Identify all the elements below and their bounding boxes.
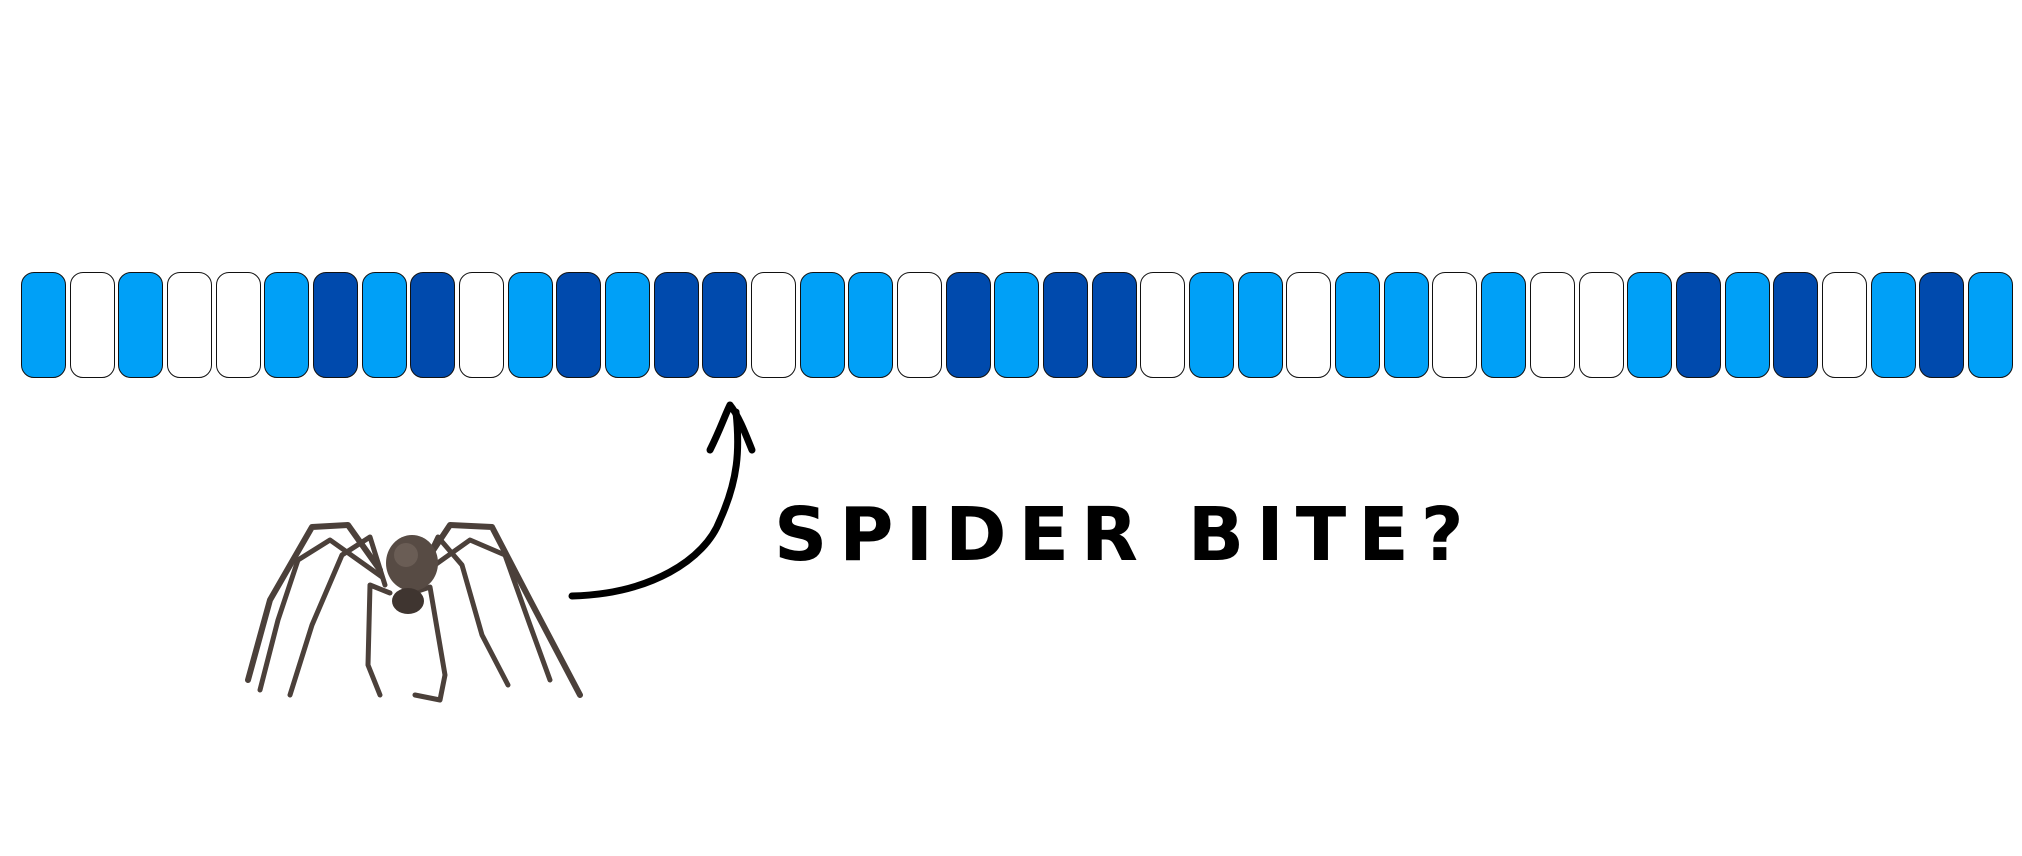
segment-cell-empty [215, 272, 261, 378]
segment-cell-light [994, 272, 1040, 378]
segment-cell-targeted [702, 272, 748, 378]
segment-cell-light [361, 272, 407, 378]
segment-cell-light [21, 272, 66, 378]
segment-cell-light [1335, 272, 1381, 378]
segment-cell-light [605, 272, 651, 378]
segment-cell-dark [653, 272, 699, 378]
segment-cell-light [1383, 272, 1429, 378]
segment-cell-dark [556, 272, 602, 378]
spider-body-highlight [394, 543, 418, 567]
segment-cell-light [118, 272, 164, 378]
segment-cell-empty [1286, 272, 1332, 378]
segment-cell-empty [1578, 272, 1624, 378]
segment-cell-dark [410, 272, 456, 378]
spider-leg [245, 522, 383, 683]
segment-cell-dark [1919, 272, 1965, 378]
segment-cell-empty [1821, 272, 1867, 378]
segment-cell-light [1627, 272, 1673, 378]
segment-cell-empty [69, 272, 115, 378]
spider-leg [409, 584, 448, 703]
segment-cell-dark [1773, 272, 1819, 378]
segment-cell-light [1724, 272, 1770, 378]
segment-cell-light [1189, 272, 1235, 378]
spider-leg [287, 534, 388, 698]
segment-cell-light [1967, 272, 2013, 378]
segment-cell-light [507, 272, 553, 378]
segment-cell-light [1481, 272, 1527, 378]
spider-head [392, 588, 424, 614]
segment-cell-dark [1675, 272, 1721, 378]
arrow-head [706, 401, 756, 454]
segment-strip [21, 272, 2013, 378]
segment-cell-empty [1432, 272, 1478, 378]
segment-cell-empty [897, 272, 943, 378]
spider-icon [245, 522, 583, 703]
segment-cell-empty [751, 272, 797, 378]
caption-title: SPIDER BITE? [774, 492, 1476, 578]
segment-cell-light [1237, 272, 1283, 378]
spider-leg [365, 582, 393, 698]
segment-cell-empty [459, 272, 505, 378]
segment-cell-dark [1091, 272, 1137, 378]
segment-cell-empty [1529, 272, 1575, 378]
segment-cell-dark [945, 272, 991, 378]
spider-leg [257, 537, 385, 693]
segment-cell-dark [313, 272, 359, 378]
segment-cell-light [848, 272, 894, 378]
segment-cell-empty [167, 272, 213, 378]
segment-cell-light [1870, 272, 1916, 378]
segment-cell-light [264, 272, 310, 378]
segment-cell-empty [1140, 272, 1186, 378]
segment-cell-dark [1043, 272, 1089, 378]
segment-cell-light [799, 272, 845, 378]
